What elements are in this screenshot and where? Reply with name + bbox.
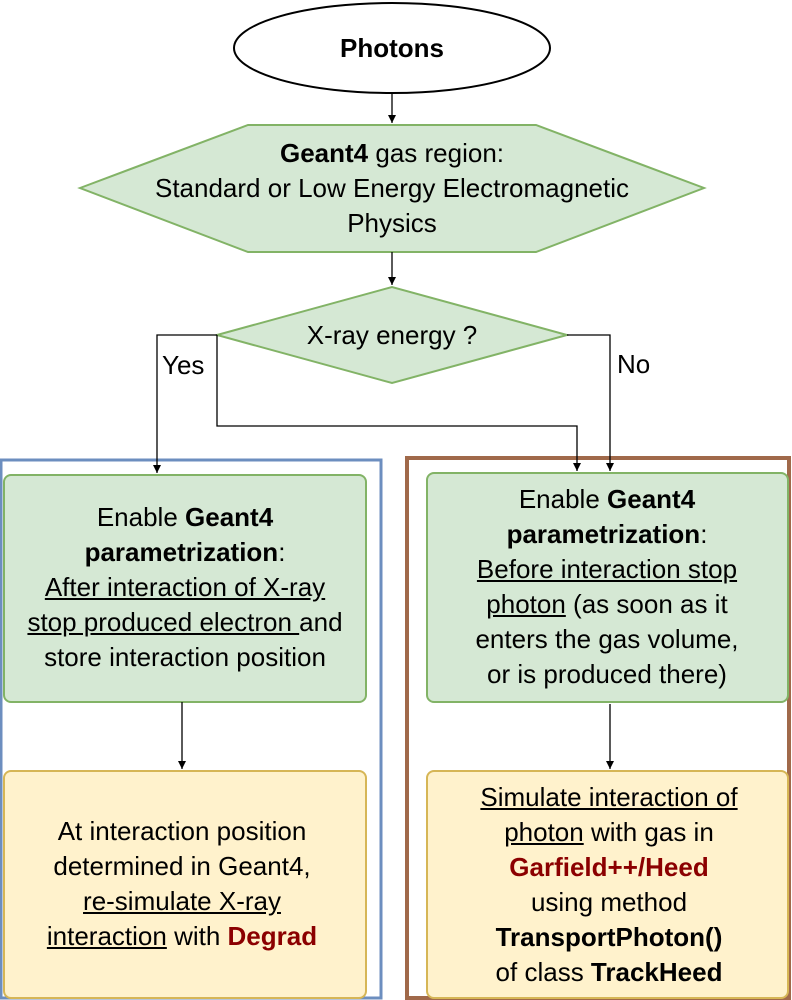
right-geant4: Geant4 — [607, 484, 696, 514]
left-result-line1: At interaction position — [57, 816, 307, 846]
left-result-line3: re-simulate X-ray — [83, 886, 281, 916]
no-label: No — [617, 349, 651, 379]
right-result-photon: photon — [504, 817, 584, 847]
decision-label: X-ray energy ? — [306, 320, 478, 350]
left-process-text: Enable Geant4 parametrization: After int… — [0, 500, 370, 675]
left-result-interaction: interaction — [46, 921, 167, 951]
gas-region-hexagon — [77, 124, 707, 253]
right-line4: or is produced there) — [487, 659, 727, 689]
gas-region-rest: gas region: — [368, 138, 505, 168]
garfield-label: Garfield++/Heed — [509, 852, 709, 882]
right-result-box — [426, 770, 789, 999]
right-result-class-pre: of class — [495, 957, 591, 987]
gas-region-bold: Geant4 — [279, 138, 369, 168]
gas-region-line2: Standard or Low Energy Electromagnetic — [154, 173, 630, 203]
left-and: and — [299, 607, 343, 637]
right-process-box — [426, 472, 789, 703]
right-line3: enters the gas volume, — [475, 624, 739, 654]
right-result-line4: using method — [530, 887, 688, 917]
arrow-decision-to-right-box — [216, 335, 581, 471]
left-geant4: Geant4 — [185, 502, 274, 532]
arrow-yes-branch — [153, 334, 217, 473]
right-param: parametrization — [506, 519, 701, 549]
yes-label: Yes — [162, 350, 205, 380]
left-result-box — [3, 770, 367, 999]
left-result-line2: determined in Geant4, — [53, 851, 311, 881]
left-result-text: At interaction position determined in Ge… — [0, 814, 364, 954]
degrad-label: Degrad — [227, 921, 318, 951]
right-line2-rest: (as soon as it — [565, 589, 728, 619]
gas-region-text: Geant4 gas region: Standard or Low Energ… — [90, 136, 694, 241]
class-name: TrackHeed — [590, 957, 723, 987]
right-result-line2-rest: with gas in — [583, 817, 714, 847]
method-name: TransportPhoton() — [495, 922, 723, 952]
left-after-line1: After interaction of X-ray — [44, 572, 326, 602]
left-line4: store interaction position — [44, 642, 326, 672]
right-colon: : — [700, 519, 708, 549]
right-before-line2: photon — [486, 589, 566, 619]
left-result-with: with — [166, 921, 228, 951]
left-after-line2: stop produced electron — [27, 607, 300, 637]
left-param: parametrization — [84, 537, 279, 567]
gas-region-line3: Physics — [347, 208, 437, 238]
left-process-box — [3, 474, 367, 703]
right-before-line1: Before interaction stop — [476, 554, 738, 584]
right-enable: Enable — [518, 484, 608, 514]
start-label: Photons — [340, 33, 444, 63]
left-colon: : — [278, 537, 286, 567]
arrow-no-branch — [567, 334, 614, 471]
right-result-line1: Simulate interaction of — [480, 782, 738, 812]
left-enable: Enable — [96, 502, 186, 532]
right-process-text: Enable Geant4 parametrization: Before in… — [420, 482, 792, 692]
right-result-text: Simulate interaction of photon with gas … — [424, 780, 792, 990]
